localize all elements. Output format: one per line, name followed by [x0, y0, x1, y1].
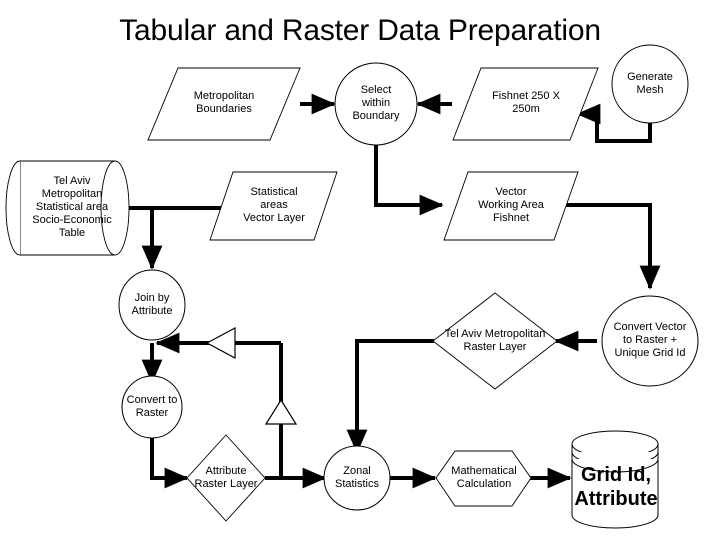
connector-mesh-to-fishnet: [576, 103, 652, 143]
node-tel-aviv-metropolitan-raster-layer[interactable]: [432, 292, 558, 390]
connector-convert-raster-to-attribute: [150, 432, 189, 489]
node-fishnet-250[interactable]: [452, 67, 599, 141]
node-mathematical-calculation[interactable]: [435, 450, 532, 507]
node-statistical-areas-vector-layer[interactable]: [209, 171, 338, 241]
node-convert-to-raster[interactable]: [121, 375, 183, 439]
triangle-connector-up-icon: [264, 398, 298, 425]
node-vector-working-area-fishnet[interactable]: [443, 171, 579, 241]
node-metropolitan-boundaries[interactable]: [147, 67, 301, 141]
node-join-by-attribute[interactable]: [118, 269, 186, 341]
connector-vwa-to-convert-vector: [566, 203, 661, 290]
connector-select-to-vector-working-area: [374, 141, 444, 216]
node-convert-vector-to-raster[interactable]: [601, 295, 699, 387]
node-select-within-boundary[interactable]: [334, 62, 418, 146]
connector-telaviv-raster-to-zonal: [346, 339, 434, 454]
node-grid-id-attribute[interactable]: [571, 430, 659, 529]
node-zonal-statistics[interactable]: [323, 445, 391, 511]
triangle-connector-left-icon: [205, 326, 236, 360]
page-title: Tabular and Raster Data Preparation: [119, 14, 601, 47]
node-attribute-raster-layer[interactable]: [186, 434, 266, 522]
node-generate-mesh[interactable]: [611, 44, 689, 124]
node-tel-aviv-socio-economic-table[interactable]: [5, 160, 130, 256]
